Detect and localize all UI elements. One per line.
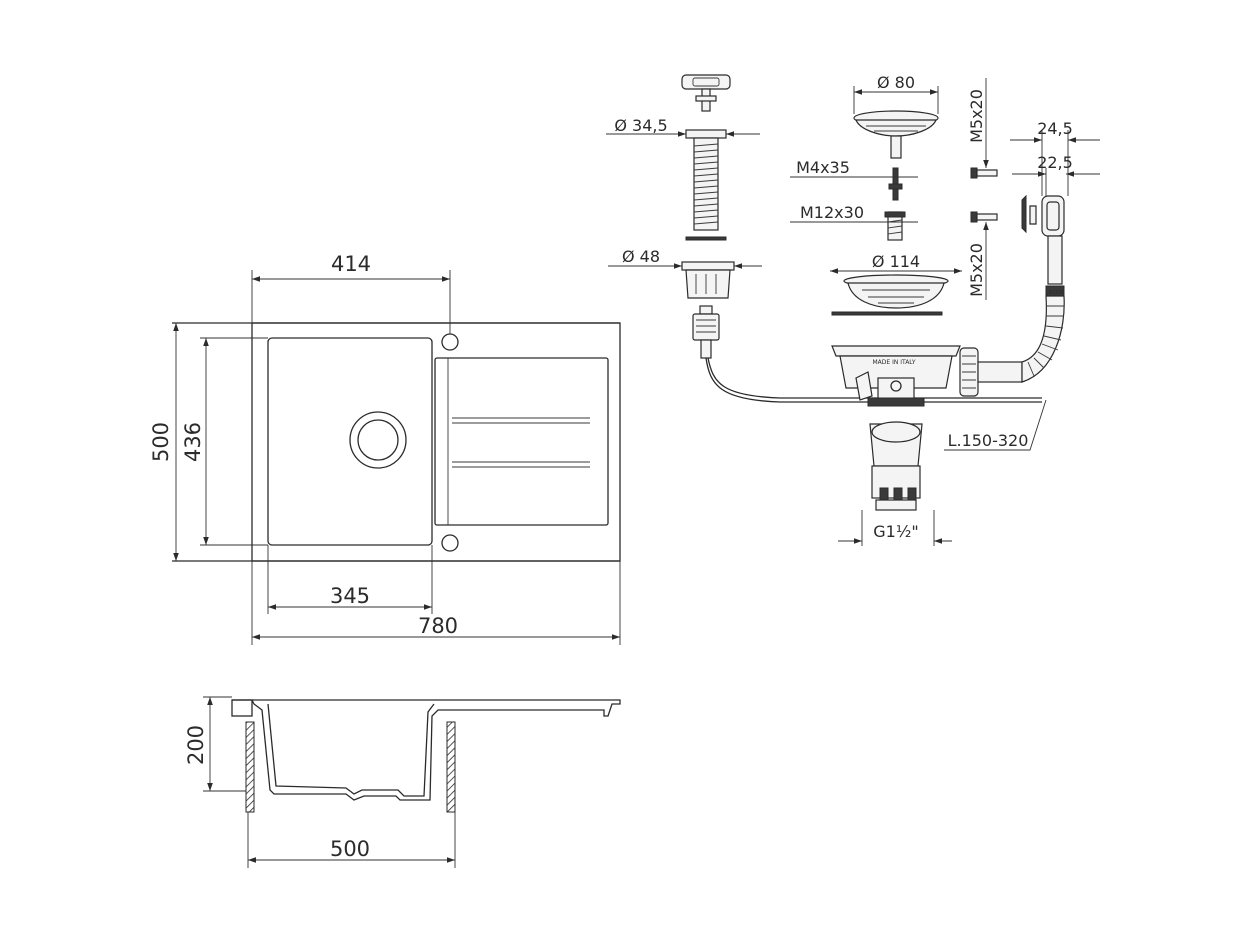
stamp-made-in: MADE IN ITALY <box>872 359 915 366</box>
overflow-assembly: Ø 34,5 Ø 48 <box>606 74 1042 403</box>
dim-strainer: Ø 80 <box>877 73 915 92</box>
dim-345: 345 <box>330 584 370 608</box>
thread-lines <box>693 143 719 225</box>
label-m4x35: M4x35 <box>796 158 850 177</box>
dim-overflow-cap: Ø 34,5 <box>614 116 667 135</box>
stamp-brand: LIRODE <box>1046 290 1065 296</box>
label-hose-length: L.150-320 <box>948 431 1029 450</box>
dim-500-depth: 500 <box>149 422 173 462</box>
dim-overflow-ring: Ø 48 <box>622 247 660 266</box>
dim-outlet-outer: 24,5 <box>1037 119 1073 138</box>
dim-500-cabinet: 500 <box>330 837 370 861</box>
top-view: 414 500 436 345 780 <box>149 252 621 645</box>
side-view: 200 500 <box>184 696 621 868</box>
dim-780: 780 <box>418 614 458 638</box>
dim-thread: G1½" <box>873 522 918 541</box>
label-m5x20-bottom: M5x20 <box>967 243 986 297</box>
hose-assembly: 24,5 22,5 LIRODE L.150-320 <box>944 119 1100 451</box>
dim-basket: Ø 114 <box>872 252 920 271</box>
dim-414: 414 <box>331 252 371 276</box>
label-m12x30: M12x30 <box>800 203 864 222</box>
label-m5x20-top: M5x20 <box>967 89 986 143</box>
dim-outlet-inner: 22,5 <box>1037 153 1073 172</box>
m5-screws: M5x20 M5x20 <box>967 78 998 300</box>
dim-200: 200 <box>184 725 208 765</box>
dim-436: 436 <box>181 422 205 462</box>
strainer-assembly: Ø 80 M4x35 M12x30 Ø 114 MADE IN ITALY <box>790 73 1023 546</box>
